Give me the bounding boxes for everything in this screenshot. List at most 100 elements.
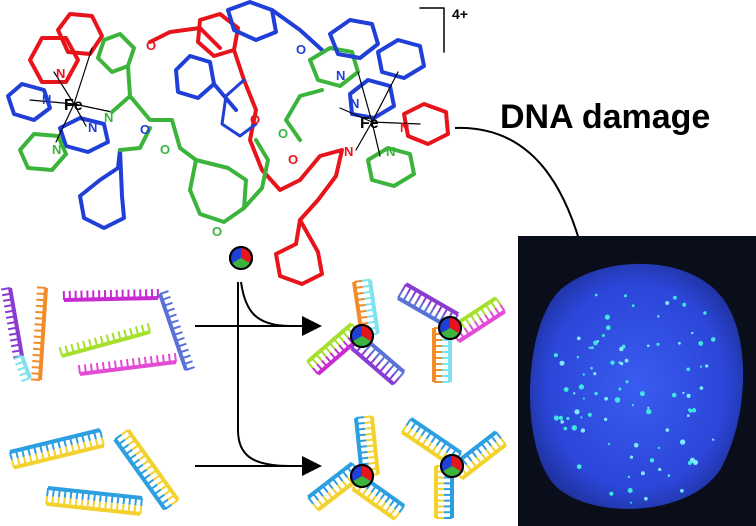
dna-damage-heading: DNA damage: [500, 98, 711, 136]
damage-focus: [686, 393, 691, 398]
damage-focus: [712, 438, 715, 441]
damage-focus: [665, 428, 670, 432]
damage-focus: [627, 488, 633, 493]
n-label-7: N: [400, 120, 409, 135]
ds-strand-2-a: [120, 428, 180, 506]
damage-focus: [601, 334, 605, 337]
damage-focus: [624, 294, 627, 298]
fe-left-label: Fe: [64, 97, 83, 114]
ds-strand-2-b: [113, 433, 173, 511]
damage-focus: [629, 455, 634, 459]
o-label-3: O: [160, 142, 170, 157]
damage-focus: [590, 346, 594, 350]
damage-focus: [657, 315, 660, 318]
damage-focus: [705, 364, 709, 368]
damage-focus: [559, 360, 565, 366]
damage-focus: [560, 420, 564, 424]
damage-focus: [658, 467, 662, 472]
o-label-4: O: [212, 224, 222, 239]
o-label-1: O: [146, 38, 156, 53]
central-linkers: [148, 0, 324, 224]
junction-ds-2-arm0-b: [405, 417, 463, 460]
charge-label: 4+: [452, 6, 468, 22]
n-label-4: N: [104, 110, 113, 125]
ds-strand-3-b: [45, 495, 143, 516]
damage-focus: [691, 331, 694, 335]
damage-focus: [594, 293, 598, 297]
damage-focus: [646, 344, 650, 348]
ss-strand-4: [158, 290, 195, 371]
damage-focus: [686, 414, 690, 417]
junction-ds-2-helicate-icon: [440, 454, 464, 478]
junction-ds-2-arm1-b: [456, 437, 508, 481]
damage-focus: [576, 355, 580, 359]
damage-focus: [640, 471, 645, 476]
damage-focus: [644, 496, 648, 501]
o-label-2: O: [140, 122, 150, 137]
damage-focus: [553, 415, 560, 421]
damage-focus: [630, 501, 632, 504]
junction-ss-2-helicate-icon: [438, 316, 462, 340]
damage-focus: [691, 408, 697, 413]
damage-focus: [614, 397, 621, 403]
ss-strand-3: [62, 288, 159, 302]
o-label-8: O: [250, 112, 260, 127]
ss-strand-1: [0, 287, 24, 359]
damage-focus: [680, 489, 684, 493]
damage-focus: [609, 491, 614, 496]
damage-focus: [679, 439, 686, 445]
left-fe-centre: [6, 12, 198, 230]
nucleus-micrograph: [518, 236, 756, 526]
damage-focus: [665, 301, 670, 305]
damage-focus: [649, 458, 655, 463]
damage-focus: [566, 416, 570, 421]
damage-focus: [553, 353, 559, 358]
dna-strands-layer: [0, 278, 508, 521]
damage-focus: [580, 416, 583, 419]
ds-strand-3-a: [46, 486, 143, 507]
damage-focus: [703, 311, 707, 315]
damage-focus: [573, 392, 576, 395]
damage-focus: [618, 361, 621, 364]
helicate-sphere-icon: [229, 246, 253, 270]
damage-focus: [625, 380, 629, 384]
ss-strand-5: [58, 323, 151, 358]
damage-focus: [646, 408, 652, 415]
damage-focus: [604, 314, 611, 320]
damage-focus: [571, 425, 577, 431]
damage-focus: [631, 404, 635, 407]
junction-ds-1-helicate-icon: [350, 464, 374, 488]
ss-strand-1b: [13, 355, 32, 383]
ds-strand-1-a: [9, 428, 103, 461]
damage-focus: [576, 464, 582, 470]
junction-ds-1-arm1-b: [306, 461, 358, 505]
damage-focus: [607, 442, 611, 446]
o-label-7: O: [296, 42, 306, 57]
right-fe-centre: [274, 18, 450, 286]
n-label-9: N: [344, 144, 353, 159]
junction-ds-2-arm2-b: [434, 465, 444, 519]
damage-focus: [582, 397, 585, 400]
damage-focus: [647, 406, 650, 409]
damage-focus: [590, 366, 593, 370]
damage-focus: [594, 391, 598, 396]
damage-focus: [563, 426, 568, 431]
junction-ss-1-helicate-icon: [350, 324, 374, 348]
charge-bracket: [419, 7, 445, 53]
damage-focus: [682, 391, 685, 395]
n-label-10: N: [336, 68, 345, 83]
iron-helicate-structure: Fe Fe N N N N N N N N N N O O O O O O O …: [6, 0, 450, 286]
fe-right-label: Fe: [360, 115, 379, 132]
damage-focus: [673, 295, 677, 300]
damage-focus: [657, 446, 661, 449]
damage-focus: [699, 386, 704, 390]
damage-focus: [582, 373, 585, 376]
cell-nucleus: [530, 263, 744, 509]
damage-focus: [578, 384, 585, 390]
o-label-6: O: [288, 152, 298, 167]
damage-focus: [656, 342, 660, 346]
curve-bottom: [237, 282, 291, 467]
damage-focus: [624, 358, 629, 363]
damage-focus: [639, 391, 645, 397]
